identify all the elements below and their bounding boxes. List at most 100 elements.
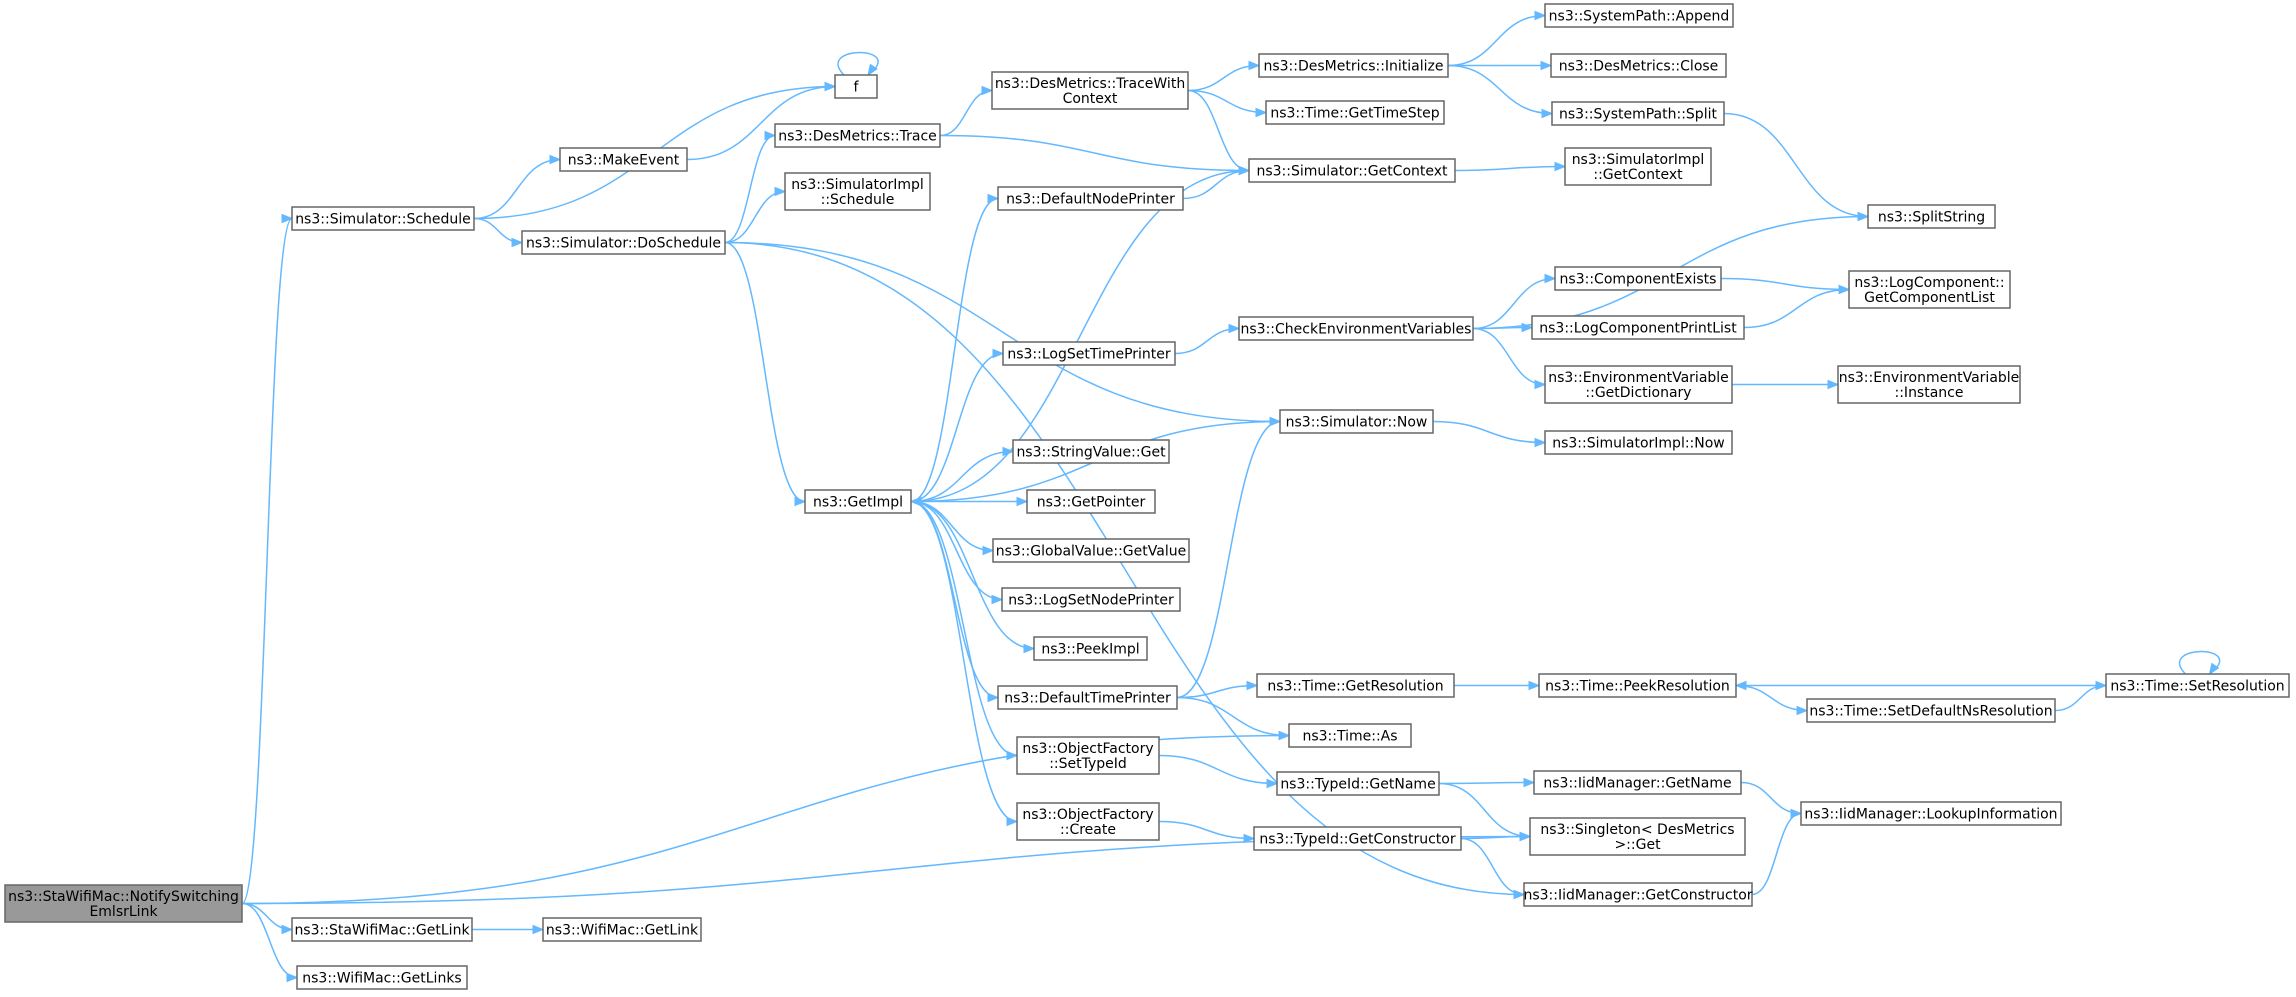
node-dminit[interactable]: ns3::DesMetrics::Initialize bbox=[1258, 53, 1449, 78]
edge-arrowhead bbox=[992, 348, 1005, 359]
edge-dosched-to-dtrace bbox=[724, 130, 777, 244]
node-ofc[interactable]: ns3::ObjectFactory::Create bbox=[1016, 802, 1160, 841]
node-dnp[interactable]: ns3::DefaultNodePrinter bbox=[997, 186, 1184, 211]
edge-lstp-to-cev bbox=[1174, 323, 1241, 355]
node-simplnow[interactable]: ns3::SimulatorImpl::Now bbox=[1544, 430, 1733, 455]
node-label: ::Create bbox=[1060, 822, 1116, 838]
edge-dosched-to-now bbox=[724, 241, 1282, 427]
edge-line bbox=[910, 500, 999, 699]
node-ofst[interactable]: ns3::ObjectFactory::SetTypeId bbox=[1016, 736, 1160, 775]
node-root[interactable]: ns3::StaWifiMac::NotifySwitchingEmlsrLin… bbox=[4, 884, 243, 923]
node-compexists[interactable]: ns3::ComponentExists bbox=[1554, 266, 1722, 291]
node-box bbox=[774, 123, 941, 148]
edge-stagetlink-to-wgetlink bbox=[472, 924, 545, 935]
edge-arrowhead bbox=[1513, 889, 1526, 900]
edge-line bbox=[1438, 782, 1531, 838]
node-gettimestep[interactable]: ns3::Time::GetTimeStep bbox=[1265, 100, 1445, 125]
node-lcgcl[interactable]: ns3::LogComponent::GetComponentList bbox=[1848, 270, 2011, 309]
edge-sched-to-mkevt bbox=[473, 154, 562, 220]
edge-line bbox=[1176, 684, 1258, 699]
node-f[interactable]: f bbox=[834, 74, 878, 99]
node-box bbox=[1253, 826, 1462, 851]
node-box bbox=[1551, 101, 1725, 126]
node-getimpl[interactable]: ns3::GetImpl bbox=[804, 489, 912, 514]
edge-arrowhead bbox=[764, 130, 777, 141]
edge-arrowhead bbox=[1269, 416, 1282, 427]
edge-ofc-to-tidctor bbox=[1158, 820, 1256, 844]
node-box bbox=[1564, 147, 1712, 186]
edge-arrowhead bbox=[2208, 662, 2220, 676]
edge-dosched-to-getimpl bbox=[724, 241, 807, 507]
node-label: ns3::Singleton< DesMetrics bbox=[1540, 822, 1734, 838]
node-dmclose[interactable]: ns3::DesMetrics::Close bbox=[1550, 53, 1727, 78]
node-peekres[interactable]: ns3::Time::PeekResolution bbox=[1538, 673, 1737, 698]
edge-arrowhead bbox=[1016, 496, 1029, 507]
node-label: ns3::StringValue::Get bbox=[1016, 445, 1166, 461]
node-svget[interactable]: ns3::StringValue::Get bbox=[1012, 439, 1170, 464]
edge-line bbox=[910, 169, 1250, 503]
node-label: ns3::IidManager::GetConstructor bbox=[1523, 888, 1752, 904]
node-box bbox=[1238, 316, 1474, 341]
edge-arrowhead bbox=[1734, 680, 1747, 691]
node-getres[interactable]: ns3::Time::GetResolution bbox=[1256, 673, 1455, 698]
node-peekimpl[interactable]: ns3::PeekImpl bbox=[1033, 636, 1148, 661]
node-box bbox=[296, 965, 468, 990]
edge-arrowhead bbox=[1002, 446, 1015, 457]
node-label: ns3::IidManager::LookupInformation bbox=[1804, 807, 2057, 823]
edge-arrowhead bbox=[1246, 680, 1259, 691]
edge-line bbox=[939, 134, 1250, 172]
node-sched[interactable]: ns3::Simulator::Schedule bbox=[291, 206, 475, 231]
node-spappend[interactable]: ns3::SystemPath::Append bbox=[1544, 3, 1734, 28]
node-lcpl[interactable]: ns3::LogComponentPrintList bbox=[1531, 315, 1745, 340]
node-spsplit[interactable]: ns3::SystemPath::Split bbox=[1551, 101, 1725, 126]
node-lsnp[interactable]: ns3::LogSetNodePrinter bbox=[1001, 587, 1181, 612]
node-dtrace[interactable]: ns3::DesMetrics::Trace bbox=[774, 123, 941, 148]
edge-arrowhead bbox=[1266, 778, 1279, 789]
node-box bbox=[1554, 266, 1722, 291]
node-getptr[interactable]: ns3::GetPointer bbox=[1026, 489, 1156, 514]
node-iidctor[interactable]: ns3::IidManager::GetConstructor bbox=[1523, 882, 1753, 907]
node-label: EmlsrLink bbox=[89, 904, 158, 920]
node-splitstr[interactable]: ns3::SplitString bbox=[1867, 204, 1996, 229]
node-setres[interactable]: ns3::Time::SetResolution bbox=[2105, 673, 2290, 698]
edge-ofst-to-tidname bbox=[1158, 754, 1279, 789]
node-iidlookup[interactable]: ns3::IidManager::LookupInformation bbox=[1800, 801, 2062, 826]
node-wgetlink[interactable]: ns3::WifiMac::GetLink bbox=[542, 917, 702, 942]
node-tidname[interactable]: ns3::TypeId::GetName bbox=[1276, 771, 1440, 796]
edge-line bbox=[910, 500, 1003, 601]
node-getctx[interactable]: ns3::Simulator::GetContext bbox=[1248, 158, 1456, 183]
edge-line bbox=[1740, 781, 1802, 815]
node-getlinks[interactable]: ns3::WifiMac::GetLinks bbox=[296, 965, 468, 990]
node-mkevt[interactable]: ns3::MakeEvent bbox=[559, 147, 688, 172]
node-lstp[interactable]: ns3::LogSetTimePrinter bbox=[1002, 341, 1176, 366]
node-setdefns[interactable]: ns3::Time::SetDefaultNsResolution bbox=[1806, 698, 2056, 723]
node-timeas[interactable]: ns3::Time::As bbox=[1288, 723, 1412, 748]
node-cev[interactable]: ns3::CheckEnvironmentVariables bbox=[1238, 316, 1474, 341]
node-tidctor[interactable]: ns3::TypeId::GetConstructor bbox=[1253, 826, 1462, 851]
edge-spsplit-to-splitstr bbox=[1723, 112, 1870, 222]
node-simplsched[interactable]: ns3::SimulatorImpl::Schedule bbox=[784, 172, 931, 211]
node-simplctx[interactable]: ns3::SimulatorImpl::GetContext bbox=[1564, 147, 1712, 186]
edge-arrowhead bbox=[1544, 273, 1557, 284]
node-dtp[interactable]: ns3::DefaultTimePrinter bbox=[997, 685, 1178, 710]
node-stagetlink[interactable]: ns3::StaWifiMac::GetLink bbox=[291, 917, 473, 942]
edge-dtp-to-getres bbox=[1176, 680, 1259, 699]
node-dosched[interactable]: ns3::Simulator::DoSchedule bbox=[521, 230, 726, 255]
node-evinst[interactable]: ns3::EnvironmentVariable::Instance bbox=[1837, 365, 2021, 404]
edge-arrowhead bbox=[1243, 833, 1256, 844]
node-box bbox=[1288, 723, 1412, 748]
node-box bbox=[834, 74, 878, 99]
edge-line bbox=[910, 197, 999, 503]
node-box bbox=[992, 538, 1190, 563]
node-gvget[interactable]: ns3::GlobalValue::GetValue bbox=[992, 538, 1190, 563]
edge-arrowhead bbox=[549, 154, 562, 165]
node-label: ns3::LogComponent:: bbox=[1854, 275, 2004, 291]
node-iidname[interactable]: ns3::IidManager::GetName bbox=[1533, 770, 1742, 795]
edge-arrowhead bbox=[987, 193, 1000, 204]
node-box bbox=[1531, 315, 1745, 340]
node-singleton[interactable]: ns3::Singleton< DesMetrics >::Get bbox=[1529, 817, 1746, 856]
node-evdict[interactable]: ns3::EnvironmentVariable::GetDictionary bbox=[1544, 365, 1733, 404]
node-now[interactable]: ns3::Simulator::Now bbox=[1279, 409, 1434, 434]
node-box bbox=[1026, 489, 1156, 514]
